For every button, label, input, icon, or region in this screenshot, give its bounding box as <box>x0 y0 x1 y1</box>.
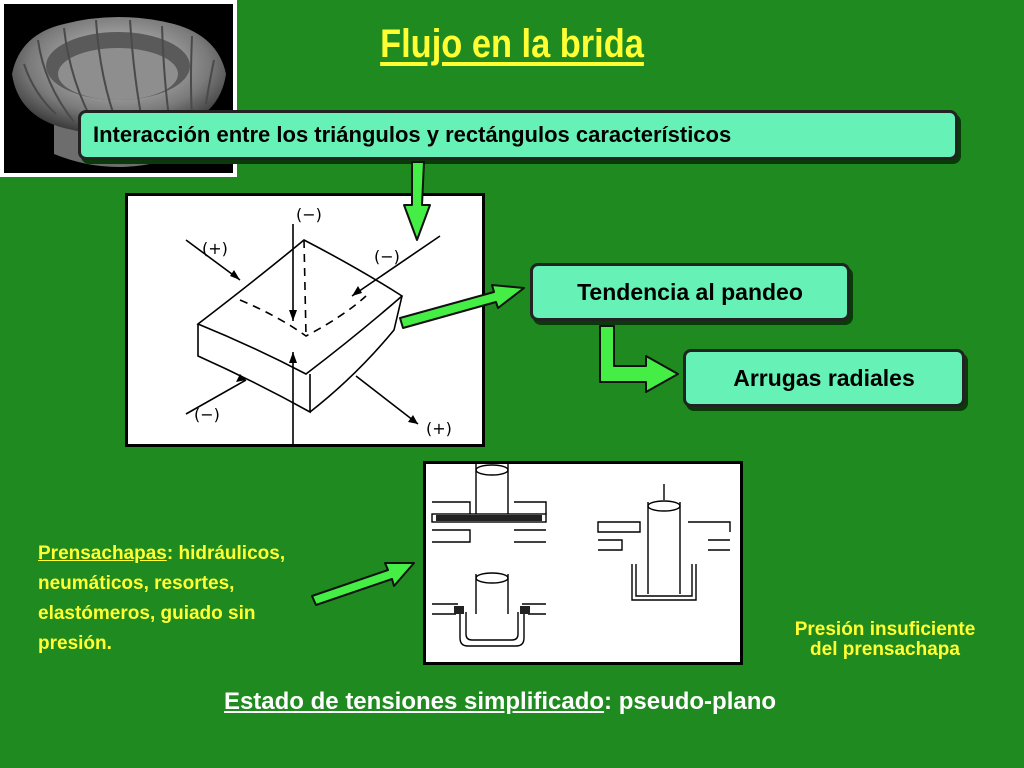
wrinkles-box: Arrugas radiales <box>683 349 965 407</box>
interaction-text: Interacción entre los triángulos y rectá… <box>93 122 732 147</box>
label-minus-bottom-left: (−) <box>194 405 220 424</box>
blankholder-separator: : <box>166 543 174 564</box>
label-minus-right: (−) <box>374 247 400 266</box>
down-arrow <box>403 161 431 241</box>
slide-title: Flujo en la brida <box>380 22 644 66</box>
label-minus-top: (−) <box>296 205 322 224</box>
blankholder-term: Prensachapas <box>38 543 167 564</box>
label-plus-left: (+) <box>202 239 228 258</box>
blankholder-diagram <box>423 461 743 665</box>
stress-element-drawing: (+) (−) (−) (−) (+) <box>185 205 452 444</box>
blankholder-arrow <box>311 562 415 606</box>
bottom-rest: : pseudo-plano <box>604 688 777 715</box>
tendency-text: Tendencia al pandeo <box>577 278 803 305</box>
wrinkles-arrow <box>599 325 679 393</box>
bottom-term: Estado de tensiones simplificado <box>223 688 605 715</box>
label-plus-bottom-right: (+) <box>426 419 452 438</box>
caption-line-1: Presión insuficiente <box>794 619 976 640</box>
tendency-box: Tendencia al pandeo <box>530 263 850 321</box>
caption-line-2: del prensachapa <box>810 639 960 660</box>
blankholder-description: hidráulicos, neumáticos, resortes, elast… <box>38 543 286 654</box>
interaction-box: Interacción entre los triángulos y rectá… <box>78 110 958 160</box>
tendency-arrow <box>399 284 525 329</box>
bottom-statement: Estado de tensiones simplificado: pseudo… <box>0 688 1000 716</box>
photo-caption: Presión insuficiente del prensachapa <box>770 620 1000 660</box>
blankholder-drawing <box>431 464 731 647</box>
wrinkles-text: Arrugas radiales <box>733 364 915 391</box>
blankholder-text: Prensachapas: hidráulicos, neumáticos, r… <box>38 539 328 659</box>
